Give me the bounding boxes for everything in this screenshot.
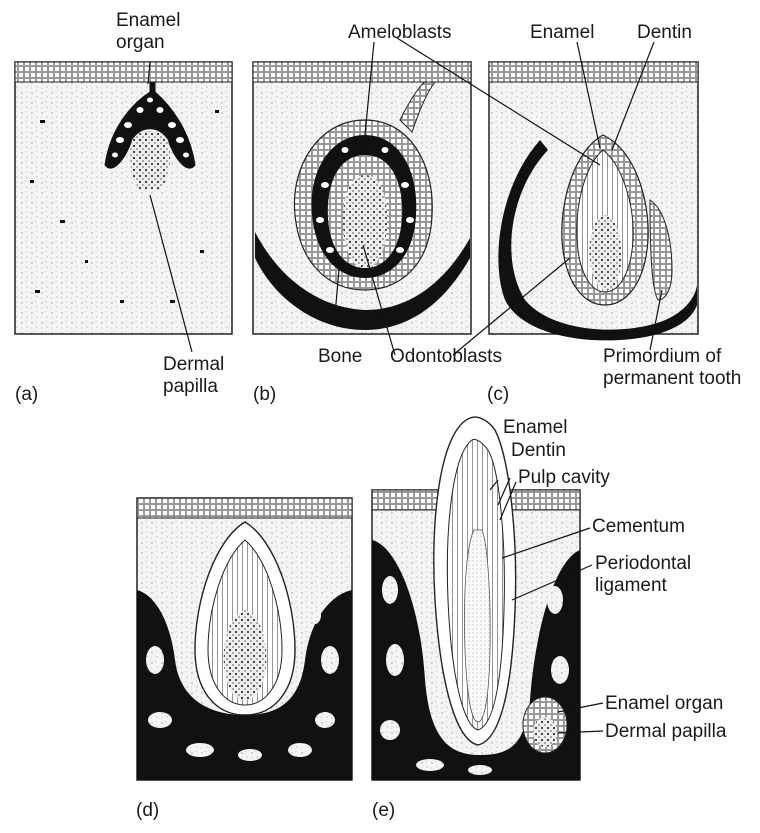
- panel-letter-b: (b): [253, 384, 276, 406]
- panel-b-illustration: [253, 62, 471, 334]
- panel-letter-c: (c): [487, 384, 509, 406]
- label-odontoblasts: Odontoblasts: [390, 346, 502, 368]
- panel-d-illustration: [137, 498, 352, 780]
- label-enamel-e: Enamel: [503, 417, 567, 439]
- label-dermal-papilla-a: Dermal papilla: [163, 354, 238, 398]
- label-enamel-organ-e: Enamel organ: [605, 693, 723, 715]
- label-pulp-cavity: Pulp cavity: [518, 467, 610, 489]
- label-dentin-e: Dentin: [511, 440, 566, 462]
- panel-letter-d: (d): [136, 800, 159, 822]
- panel-a-illustration: [15, 62, 232, 334]
- label-ameloblasts: Ameloblasts: [348, 22, 452, 44]
- label-dermal-papilla-e: Dermal papilla: [605, 721, 726, 743]
- label-primordium: Primordium of permanent tooth: [603, 346, 758, 390]
- label-cementum: Cementum: [592, 516, 685, 538]
- label-dentin-c: Dentin: [637, 22, 692, 44]
- label-enamel-organ-a: Enamel organ: [116, 10, 196, 54]
- panel-letter-e: (e): [372, 800, 395, 822]
- label-periodontal: Periodontal ligament: [595, 553, 735, 597]
- label-enamel-c: Enamel: [530, 22, 594, 44]
- label-bone: Bone: [318, 346, 362, 368]
- panel-letter-a: (a): [15, 384, 38, 406]
